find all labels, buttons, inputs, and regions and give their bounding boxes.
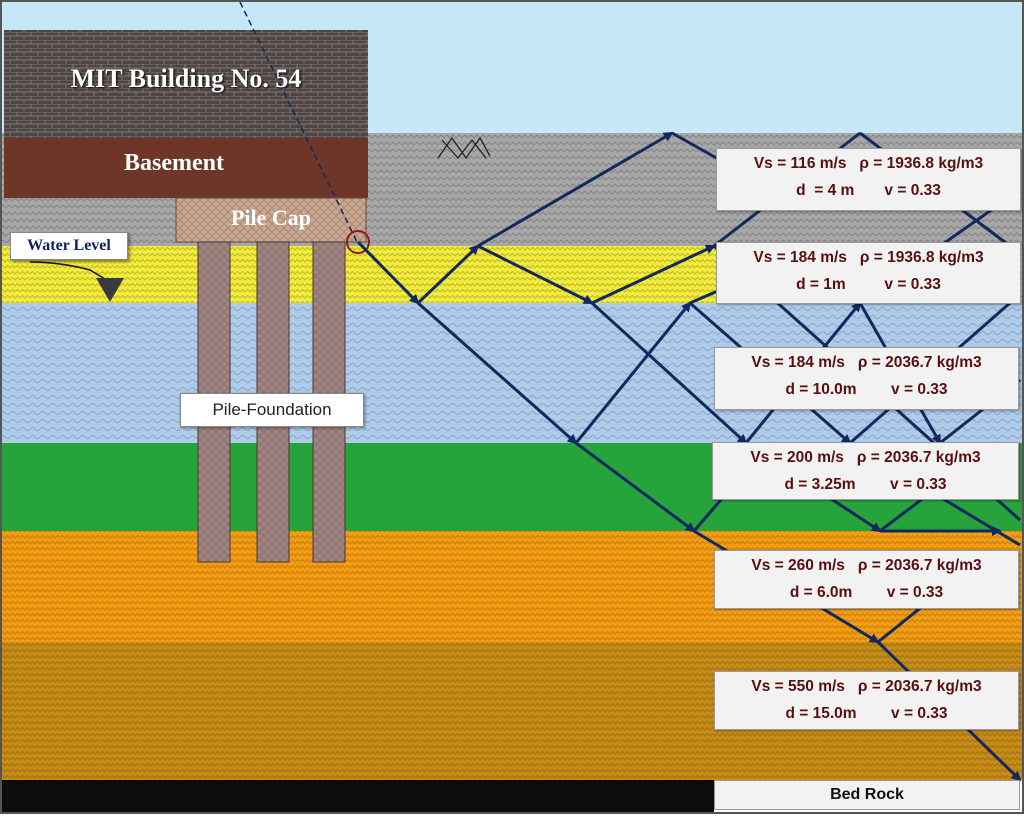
layer-6-properties: Vs = 550 m/s ρ = 2036.7 kg/m3 d = 15.0m … bbox=[714, 671, 1019, 730]
layer-1-velocity-density: Vs = 116 m/s ρ = 1936.8 kg/m3 bbox=[753, 155, 984, 172]
ray bbox=[671, 131, 721, 162]
layer-3-depth-poisson: d = 10.0m v = 0.33 bbox=[785, 381, 948, 398]
bedrock bbox=[2, 780, 714, 812]
layer-1-depth-poisson: d = 4 m v = 0.33 bbox=[796, 182, 941, 199]
vegetation-icon bbox=[437, 136, 491, 160]
water-level-marker bbox=[29, 261, 124, 302]
building-brick-texture bbox=[4, 30, 368, 138]
ray bbox=[591, 244, 716, 305]
ray bbox=[574, 301, 692, 444]
ray bbox=[477, 244, 594, 305]
wave-source-marker bbox=[346, 230, 370, 254]
layer-5-properties: Vs = 260 m/s ρ = 2036.7 kg/m3 d = 6.0m v… bbox=[714, 550, 1019, 609]
incident-ray-dashed bbox=[239, 1, 358, 243]
water-level-leader-icon bbox=[29, 261, 111, 283]
pile-foundation-label: Pile-Foundation bbox=[180, 393, 364, 427]
layer-5-velocity-density: Vs = 260 m/s ρ = 2036.7 kg/m3 bbox=[751, 557, 982, 574]
layer-4-properties: Vs = 200 m/s ρ = 2036.7 kg/m3 d = 3.25m … bbox=[712, 442, 1019, 500]
ray bbox=[416, 244, 480, 305]
ray bbox=[356, 240, 420, 305]
water-level-triangle-icon bbox=[96, 278, 124, 302]
ray bbox=[689, 288, 721, 305]
water-level-label: Water Level bbox=[10, 232, 128, 260]
layer-4-velocity-density: Vs = 200 m/s ρ = 2036.7 kg/m3 bbox=[750, 449, 981, 466]
pile-cap-texture bbox=[176, 198, 366, 242]
ray bbox=[590, 301, 748, 445]
layer-3-properties: Vs = 184 m/s ρ = 2036.7 kg/m3 d = 10.0m … bbox=[714, 347, 1019, 410]
ray bbox=[417, 301, 578, 445]
bed-rock-label: Bed Rock bbox=[714, 780, 1020, 810]
ray bbox=[477, 131, 674, 248]
layer-2-properties: Vs = 184 m/s ρ = 1936.8 kg/m3 d = 1m v =… bbox=[716, 242, 1021, 304]
layer-2-depth-poisson: d = 1m v = 0.33 bbox=[796, 276, 941, 293]
basement-label: Basement bbox=[124, 150, 224, 176]
ray bbox=[575, 441, 696, 533]
building-title: MIT Building No. 54 bbox=[70, 64, 302, 93]
pile-cap-label: Pile Cap bbox=[230, 205, 312, 230]
layer-6-velocity-density: Vs = 550 m/s ρ = 2036.7 kg/m3 bbox=[751, 678, 982, 695]
layer-3-velocity-density: Vs = 184 m/s ρ = 2036.7 kg/m3 bbox=[751, 354, 982, 371]
layer-1-properties: Vs = 116 m/s ρ = 1936.8 kg/m3 d = 4 m v … bbox=[716, 148, 1021, 211]
layer-6-depth-poisson: d = 15.0m v = 0.33 bbox=[785, 705, 948, 722]
layer-5-depth-poisson: d = 6.0m v = 0.33 bbox=[789, 584, 944, 601]
layer-2-velocity-density: Vs = 184 m/s ρ = 1936.8 kg/m3 bbox=[753, 249, 984, 266]
layer-4-depth-poisson: d = 3.25m v = 0.33 bbox=[784, 476, 947, 493]
basement-block bbox=[4, 138, 368, 198]
